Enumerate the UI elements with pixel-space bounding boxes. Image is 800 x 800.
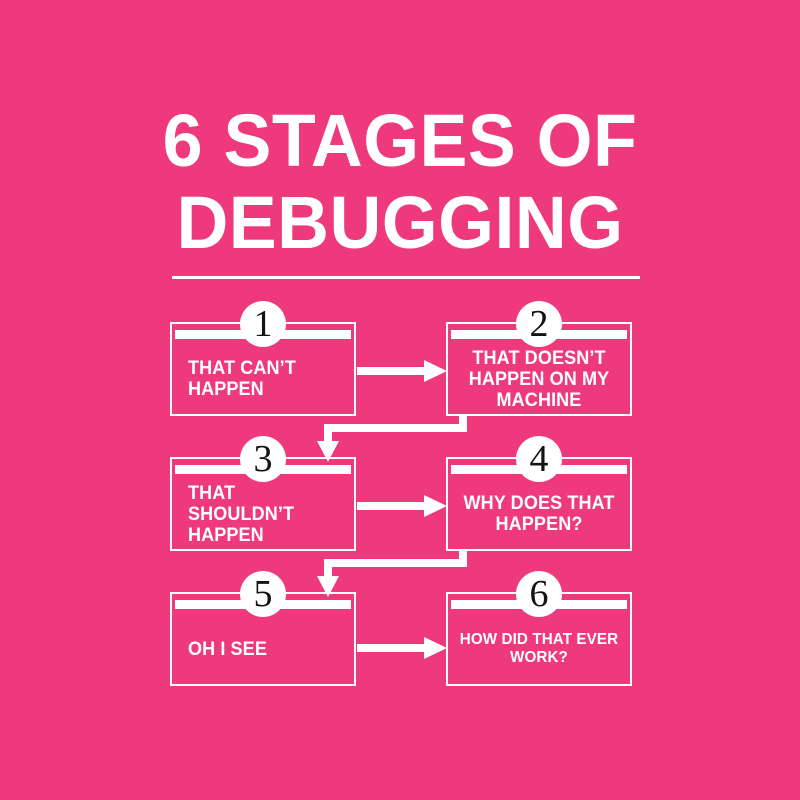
node-number-badge: 2 bbox=[516, 301, 562, 347]
flow-node-6[interactable]: 6 HOW DID THAT EVER WORK? bbox=[446, 571, 632, 686]
node-label: HOW DID THAT EVER WORK? bbox=[459, 631, 619, 666]
flow-node-5[interactable]: 5 OH I SEE bbox=[170, 571, 356, 686]
node-label: THAT SHOULDN’T HAPPEN bbox=[187, 482, 295, 546]
node-number-badge: 4 bbox=[516, 436, 562, 482]
flow-node-4[interactable]: 4 WHY DOES THAT HAPPEN? bbox=[446, 436, 632, 551]
node-label: WHY DOES THAT HAPPEN? bbox=[463, 493, 615, 535]
node-label: THAT CAN’T HAPPEN bbox=[187, 358, 296, 400]
node-number-badge: 6 bbox=[516, 571, 562, 617]
title-line-1: 6 STAGES OF bbox=[162, 99, 638, 182]
node-label: THAT DOESN’T HAPPEN ON MY MACHINE bbox=[468, 347, 610, 411]
poster-title: 6 STAGES OF DEBUGGING bbox=[0, 104, 800, 260]
node-number-badge: 3 bbox=[240, 436, 286, 482]
flow-node-1[interactable]: 1 THAT CAN’T HAPPEN bbox=[170, 301, 356, 416]
flow-node-2[interactable]: 2 THAT DOESN’T HAPPEN ON MY MACHINE bbox=[446, 301, 632, 416]
flow-node-3[interactable]: 3 THAT SHOULDN’T HAPPEN bbox=[170, 436, 356, 551]
title-line-2: DEBUGGING bbox=[176, 181, 624, 264]
node-label: OH I SEE bbox=[187, 638, 267, 660]
title-divider bbox=[172, 276, 640, 279]
node-number-badge: 5 bbox=[240, 571, 286, 617]
node-number-badge: 1 bbox=[240, 301, 286, 347]
